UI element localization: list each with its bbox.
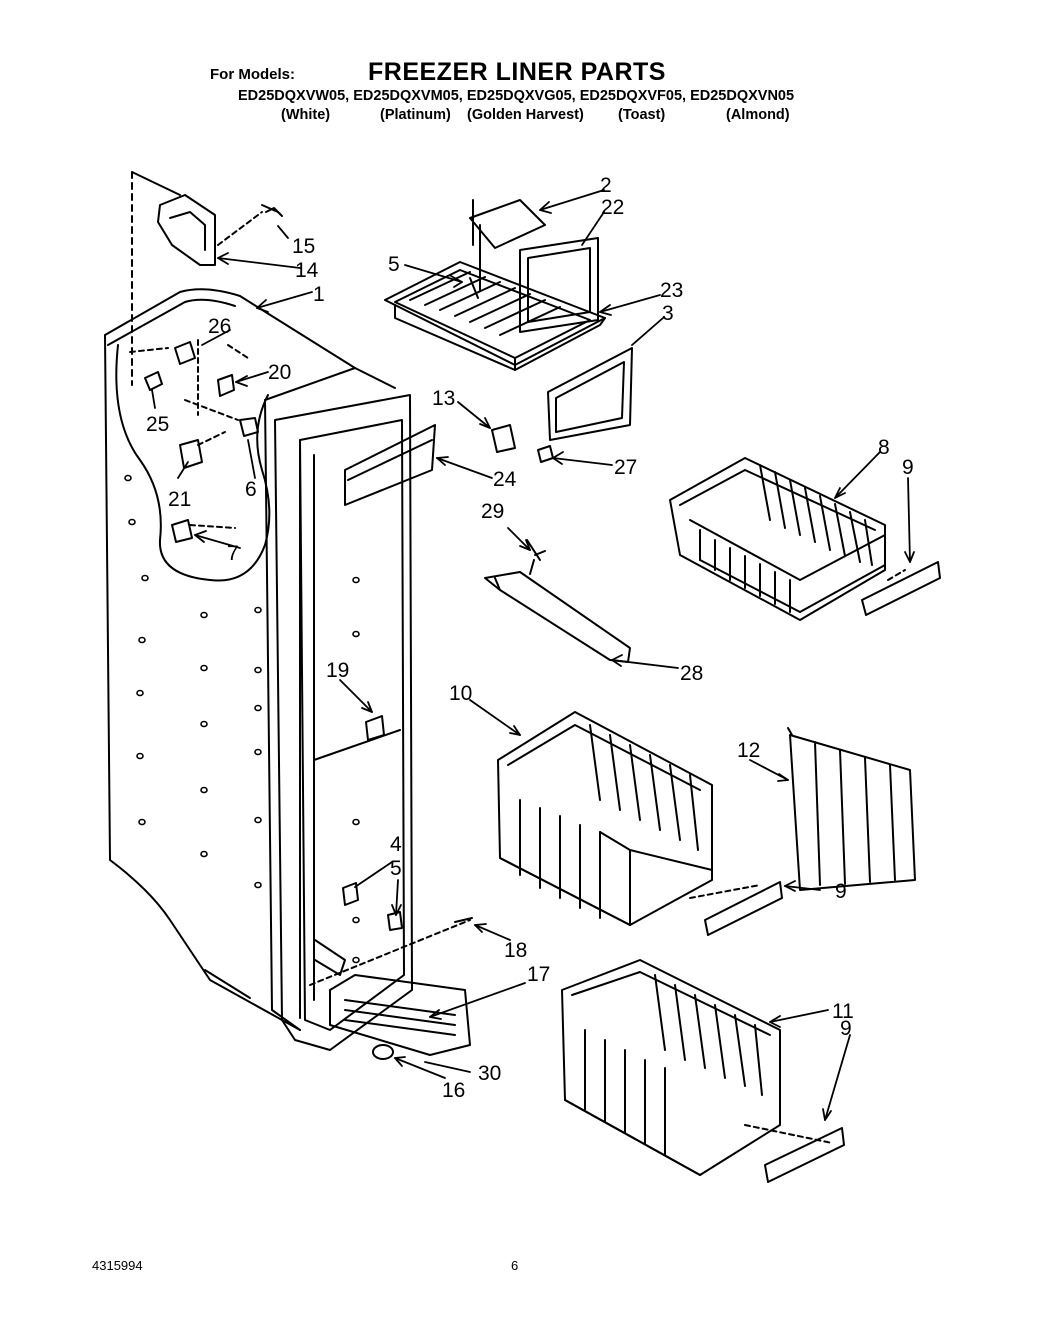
- leader-lines: [151, 189, 915, 1121]
- callout-29: 29: [481, 500, 504, 523]
- callout-10: 10: [449, 682, 472, 705]
- for-models-label: For Models:: [210, 66, 295, 83]
- bracket-part-14: [131, 171, 216, 386]
- callout-18: 18: [504, 939, 527, 962]
- callout-9-bottom: 9: [840, 1017, 852, 1040]
- callout-11: 11: [832, 1000, 854, 1023]
- color-golden-harvest: (Golden Harvest): [467, 107, 584, 123]
- basket-rail-part-28: [484, 539, 631, 663]
- callout-9-middle: 9: [835, 880, 847, 903]
- callout-27: 27: [614, 456, 637, 479]
- callout-21: 21: [168, 488, 191, 511]
- divider-part-12: [787, 727, 916, 891]
- callout-19: 19: [326, 659, 349, 682]
- callout-24: 24: [493, 468, 517, 491]
- callout-2: 2: [600, 174, 612, 197]
- callout-3: 3: [662, 302, 674, 325]
- page-title: FREEZER LINER PARTS: [368, 58, 666, 86]
- callout-30: 30: [478, 1062, 501, 1085]
- callout-25: 25: [146, 413, 169, 436]
- callout-5-shelf: 5: [388, 253, 400, 276]
- callout-22: 22: [601, 196, 624, 219]
- callout-5-bottom: 5: [390, 857, 402, 880]
- callout-9-top: 9: [902, 456, 914, 479]
- basket-part-10: [497, 711, 783, 936]
- basket-part-8: [669, 457, 941, 621]
- control-knobs-cluster: [129, 339, 259, 543]
- color-toast: (Toast): [618, 107, 666, 123]
- callout-17: 17: [527, 963, 550, 986]
- callout-23: 23: [660, 279, 683, 302]
- callout-14: 14: [295, 259, 319, 282]
- callout-28: 28: [680, 662, 703, 685]
- callout-6: 6: [245, 478, 257, 501]
- callout-15: 15: [292, 235, 315, 258]
- model-numbers: ED25DQXVW05, ED25DQXVM05, ED25DQXVG05, E…: [238, 88, 795, 104]
- callout-8: 8: [878, 436, 890, 459]
- callout-16: 16: [442, 1079, 465, 1102]
- page-number: 6: [511, 1258, 519, 1273]
- clip-part-19: [365, 715, 385, 741]
- document-number: 4315994: [92, 1258, 143, 1273]
- freezer-liner-part: [104, 288, 413, 1051]
- color-platinum: (Platinum): [380, 107, 451, 123]
- light-socket-part-13: [491, 424, 554, 463]
- freezer-shelf-assembly: [384, 199, 633, 441]
- callout-20: 20: [268, 361, 291, 384]
- color-almond: (Almond): [726, 107, 790, 123]
- bottom-grille-part-17: [309, 917, 473, 1060]
- callout-1: 1: [313, 283, 325, 306]
- basket-part-11: [561, 959, 845, 1183]
- callout-13: 13: [432, 387, 455, 410]
- callout-4: 4: [390, 833, 402, 856]
- color-white: (White): [281, 107, 331, 123]
- screw-part-15: [217, 204, 283, 246]
- duct-cover-part-24: [344, 424, 436, 506]
- callout-26: 26: [208, 315, 231, 338]
- callout-7: 7: [227, 542, 239, 565]
- callout-12: 12: [737, 739, 760, 762]
